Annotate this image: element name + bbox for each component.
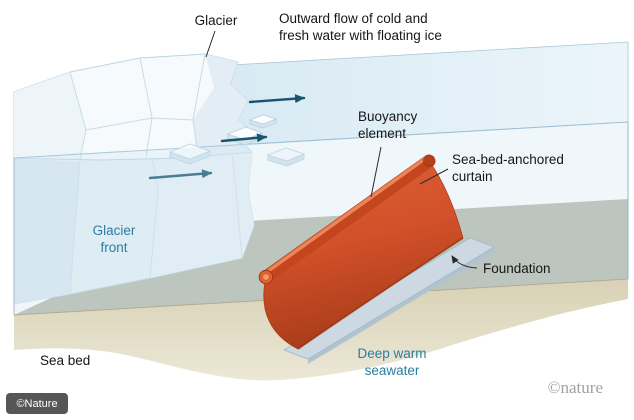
glacier-illustration: [13, 53, 257, 161]
nature-journal-credit: ©nature: [548, 378, 603, 397]
buoyancy-element: [259, 154, 436, 284]
watermark-background: [6, 393, 68, 414]
glacier-underwater: [13, 151, 255, 305]
glacier-front-label-line2: front: [100, 240, 127, 255]
foundation-leader-arrow: [451, 255, 478, 269]
buoyancy-highlight: [262, 156, 428, 276]
curtain-label-line1: Sea-bed-anchored: [452, 152, 564, 167]
flow-arrow-icon: [248, 94, 306, 104]
foundation-slab: [283, 237, 495, 364]
leader-lines: [205, 30, 478, 269]
curtain-leader-line: [419, 168, 449, 185]
ice-chunk: [248, 114, 278, 129]
ice-chunk: [168, 143, 212, 165]
watermark-badge: ©Nature: [6, 393, 68, 414]
sea-bed-anchored-curtain: [258, 154, 464, 350]
glacier-front-label-line1: Glacier: [93, 223, 136, 238]
deep-warm-label-line1: Deep warm: [357, 346, 426, 361]
watermark-text: ©Nature: [16, 398, 57, 410]
sea-bed-label: Sea bed: [40, 353, 90, 368]
deep-warm-label-line2: seawater: [365, 363, 420, 378]
labels: Glacier Outward flow of cold and fresh w…: [40, 11, 564, 378]
ocean-front-pane: [14, 122, 628, 315]
outward-flow-label-line2: fresh water with floating ice: [279, 28, 442, 43]
buoyancy-end-cap: [423, 155, 435, 167]
curtain-fabric: [263, 160, 464, 350]
glacier-leader-line: [205, 30, 216, 58]
flow-arrow-icon: [220, 133, 268, 143]
glacier-label: Glacier: [195, 13, 238, 28]
buoyancy-label-line2: element: [358, 126, 406, 141]
ice-chunk: [266, 147, 306, 167]
buoyancy-label-line1: Buoyancy: [358, 109, 418, 124]
foundation-label: Foundation: [483, 261, 551, 276]
buoyancy-leader-line: [370, 146, 382, 198]
flow-arrow-icon: [148, 169, 213, 180]
curtain-label-line2: curtain: [452, 169, 493, 184]
waterline-edge: [13, 121, 629, 159]
outward-flow-label-line1: Outward flow of cold and: [279, 11, 428, 26]
outward-flow-arrows: [148, 94, 306, 180]
curtain-base-shadow: [297, 237, 464, 350]
buoyancy-end-core: [263, 274, 269, 280]
